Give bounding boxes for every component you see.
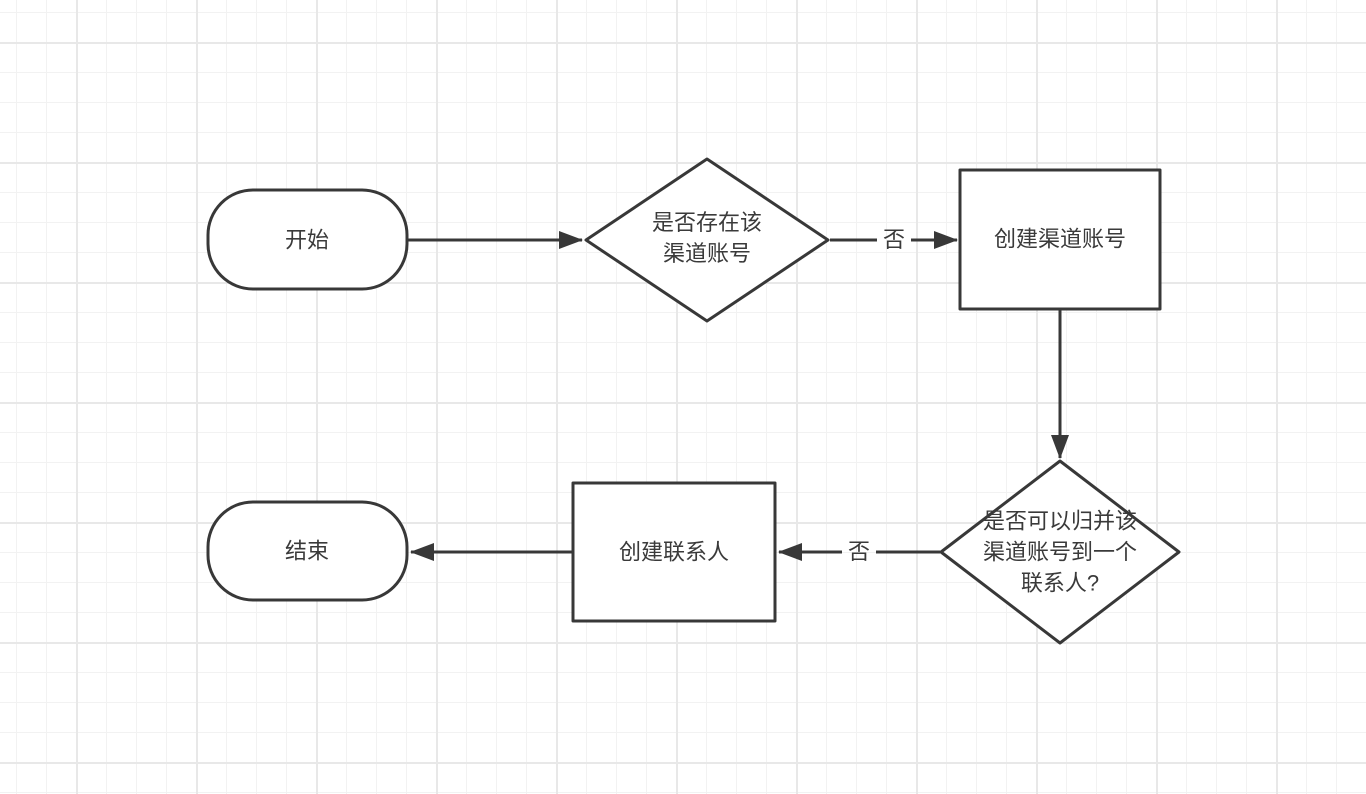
decision-merge-label-line3: 联系人? <box>1020 570 1100 596</box>
create-channel-account-label: 创建渠道账号 <box>993 226 1127 252</box>
start-node-shape[interactable] <box>206 188 409 291</box>
create-channel-account-shape[interactable] <box>958 168 1162 311</box>
decision-exists-label: 是否存在该 渠道账号 <box>652 207 762 269</box>
create-contact-label: 创建联系人 <box>618 539 730 565</box>
end-node-label: 结束 <box>284 538 330 564</box>
decision-merge-shape[interactable] <box>939 459 1181 645</box>
create-contact-shape[interactable] <box>571 481 777 623</box>
start-node-label: 开始 <box>284 227 330 253</box>
end-node-shape[interactable] <box>206 500 409 602</box>
decision-exists-label-line1: 是否存在该 <box>651 210 763 235</box>
edge-label-no-2: 否 <box>847 539 871 564</box>
decision-merge-label-line1: 是否可以归并该 <box>982 508 1138 534</box>
decision-exists-shape[interactable] <box>584 157 830 323</box>
decision-exists-label-line2: 渠道账号 <box>662 241 752 266</box>
decision-merge-label: 是否可以归并该 渠道账号到一个 联系人? <box>983 506 1137 599</box>
edge-label-no-1: 否 <box>882 227 906 252</box>
decision-merge-label-line2: 渠道账号到一个 <box>982 539 1138 565</box>
